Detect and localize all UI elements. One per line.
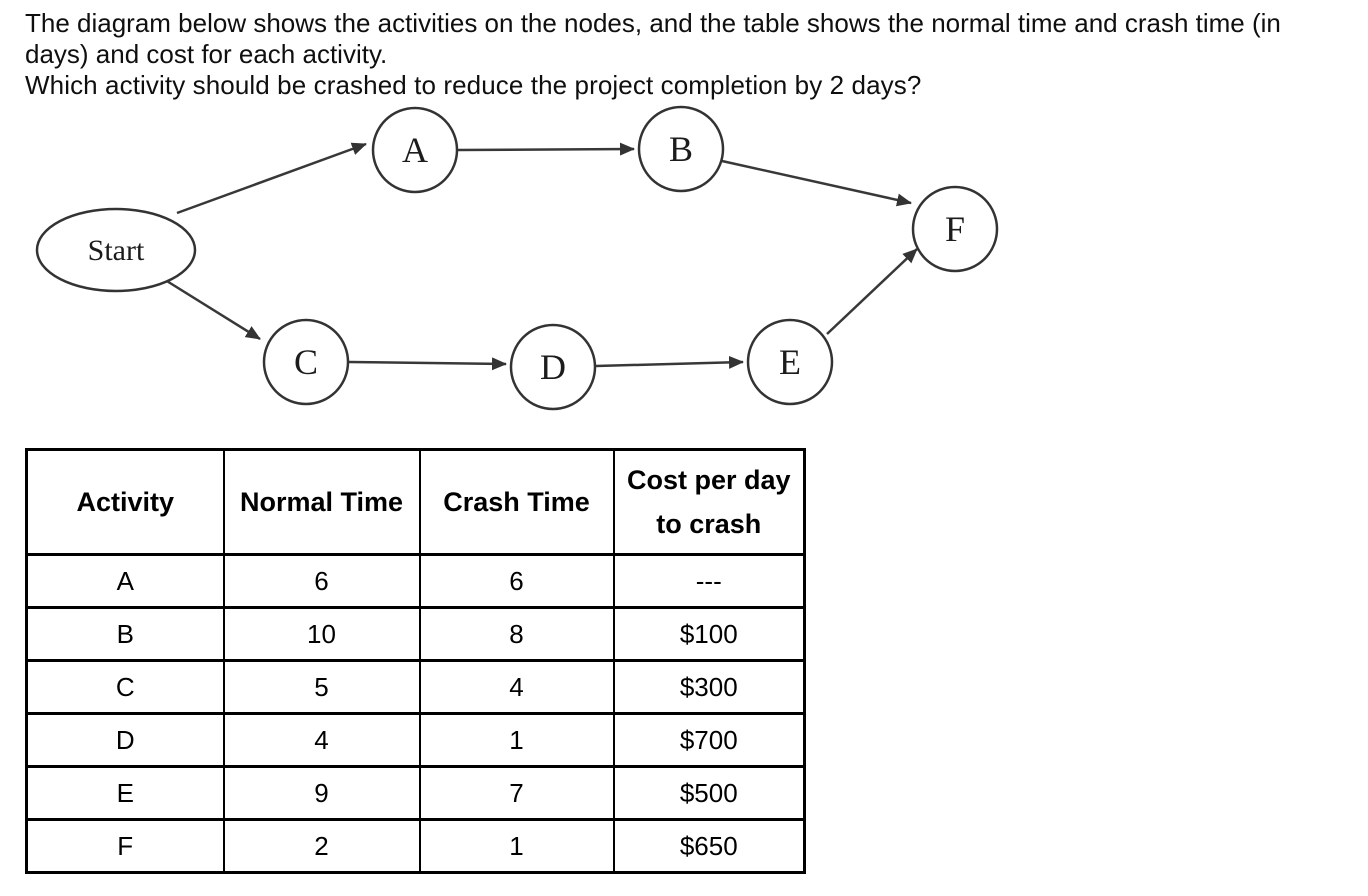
column-header-0: Activity	[25, 448, 225, 556]
column-header-2: Crash Time	[418, 448, 615, 556]
cell-C-activity: C	[25, 659, 225, 715]
node-E: E	[746, 318, 834, 406]
cell-D-normal_time: 4	[222, 712, 421, 768]
node-B: B	[637, 105, 725, 193]
cell-E-crash_time: 7	[418, 765, 615, 821]
node-B-label: B	[669, 129, 693, 169]
edge-A-to-B	[457, 142, 635, 156]
question-line-1: The diagram below shows the activities o…	[25, 8, 1281, 38]
node-F: F	[911, 185, 999, 273]
cell-B-activity: B	[25, 606, 225, 662]
node-C-shape	[262, 318, 350, 406]
cell-A-activity: A	[25, 553, 225, 609]
cell-A-normal_time: 6	[222, 553, 421, 609]
cell-E-normal_time: 9	[222, 765, 421, 821]
cell-B-cost_per_day: $100	[612, 606, 806, 662]
question-line-2: days) and cost for each activity.	[25, 39, 388, 69]
node-start: Start	[35, 207, 197, 293]
cell-F-cost_per_day: $650	[612, 818, 806, 874]
column-header-1: Normal Time	[222, 448, 421, 556]
cell-A-cost_per_day: ---	[612, 553, 806, 609]
node-D-shape	[509, 323, 597, 411]
cell-F-activity: F	[25, 818, 225, 874]
cell-D-cost_per_day: $700	[612, 712, 806, 768]
cell-F-normal_time: 2	[222, 818, 421, 874]
edge-layer	[161, 142, 918, 371]
node-E-shape	[746, 318, 834, 406]
node-C-label: C	[294, 342, 318, 382]
edge-C-to-D	[348, 357, 507, 371]
activity-network-diagram: Start A B C D E F	[35, 105, 999, 411]
node-E-label: E	[779, 342, 801, 382]
column-header-3: Cost per day to crash	[612, 448, 806, 556]
node-A-label: A	[402, 130, 428, 170]
node-F-shape	[911, 185, 999, 273]
edge-D-to-E	[595, 355, 744, 369]
node-D: D	[509, 323, 597, 411]
edge-B-to-F	[721, 159, 912, 207]
cell-E-activity: E	[25, 765, 225, 821]
cell-A-crash_time: 6	[418, 553, 615, 609]
cell-B-normal_time: 10	[222, 606, 421, 662]
node-A: A	[371, 106, 459, 194]
node-D-label: D	[540, 347, 566, 387]
cell-D-crash_time: 1	[418, 712, 615, 768]
cell-C-normal_time: 5	[222, 659, 421, 715]
cell-B-crash_time: 8	[418, 606, 615, 662]
node-B-shape	[637, 105, 725, 193]
question-text: The diagram below shows the activities o…	[25, 8, 1355, 101]
edge-start-to-A	[176, 142, 367, 215]
node-start-label: Start	[88, 234, 145, 267]
cell-E-cost_per_day: $500	[612, 765, 806, 821]
node-A-shape	[371, 106, 459, 194]
cell-F-crash_time: 1	[418, 818, 615, 874]
question-prompt: Which activity should be crashed to redu…	[25, 70, 922, 100]
node-C: C	[262, 318, 350, 406]
cell-C-cost_per_day: $300	[612, 659, 806, 715]
cell-D-activity: D	[25, 712, 225, 768]
edge-E-to-F	[826, 248, 918, 335]
node-F-label: F	[945, 209, 965, 249]
node-start-shape	[35, 207, 197, 293]
cell-C-crash_time: 4	[418, 659, 615, 715]
node-layer: Start A B C D E F	[35, 105, 999, 411]
edge-start-to-C	[161, 276, 261, 341]
